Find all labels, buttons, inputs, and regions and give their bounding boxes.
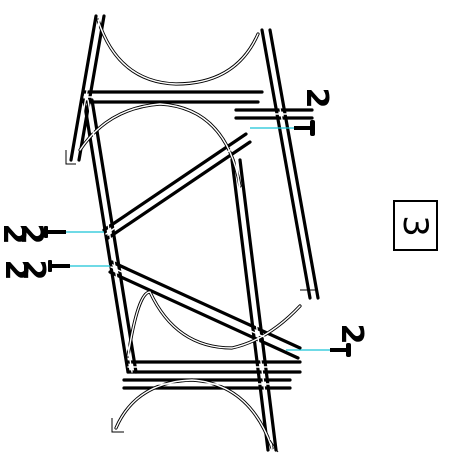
screw-callout-top-right: 2 — [250, 88, 334, 136]
screw-callout-bottom-right: 2 — [286, 324, 369, 357]
qty-label-top-right: 2 — [299, 88, 334, 109]
frame-foot-right — [269, 289, 318, 453]
frame-rail-left-back — [69, 14, 106, 162]
step-number-box: 3 — [393, 200, 438, 251]
cradle-arc-bottom — [114, 378, 274, 450]
frame-rail-right-front — [230, 158, 278, 452]
qty-label-left-lower-a: 2 — [0, 260, 33, 281]
frame-top-crossbar-front — [234, 108, 314, 120]
frame-rail-left-front — [82, 98, 138, 374]
frame-structure — [65, 14, 320, 453]
step-number: 3 — [395, 215, 435, 237]
frame-bottom-crossbar-back — [126, 360, 302, 374]
qty-label-left-lower-b: 2 — [16, 260, 51, 281]
screw-callout-left-lower: 2 2 — [0, 260, 110, 281]
frame-diagonal-brace-upper — [102, 132, 252, 240]
qty-label-left-upper-b: 2 — [14, 224, 49, 245]
frame-foot-left — [65, 150, 124, 433]
qty-label-left-upper-a: 2 — [0, 224, 31, 245]
qty-label-bottom-right: 2 — [334, 324, 369, 345]
frame-top-crossbar-back — [82, 90, 264, 104]
step-box-border — [393, 200, 438, 251]
screw-callout-left-upper: 2 2 — [0, 224, 104, 245]
cradle-arc-top — [96, 18, 260, 86]
frame-rail-right-back — [260, 28, 320, 300]
